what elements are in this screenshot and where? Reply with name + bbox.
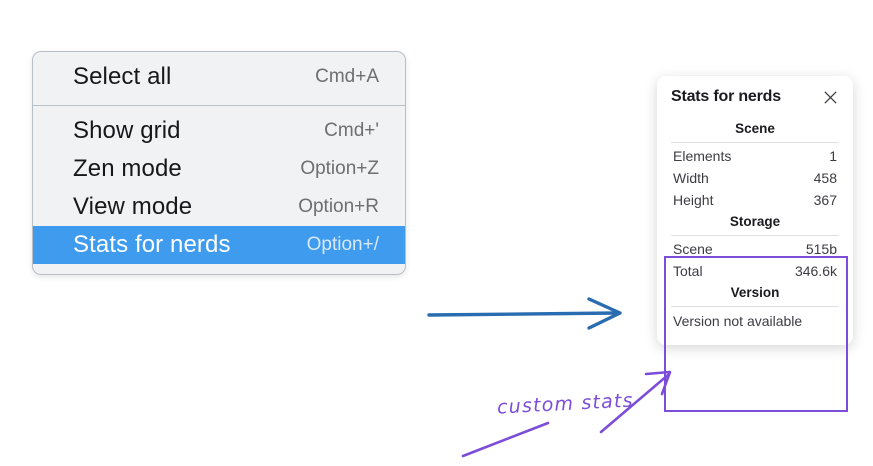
menu-item-shortcut: Option+R <box>298 196 379 217</box>
menu-item-view-mode[interactable]: View mode Option+R <box>33 188 405 226</box>
callout-arrow-icon <box>599 370 672 434</box>
menu-item-label: Show grid <box>73 117 181 144</box>
stat-key: Total <box>673 263 703 279</box>
stat-row-elements: Elements 1 <box>671 145 839 167</box>
stat-row-storage-total: Total 346.6k <box>671 260 839 282</box>
section-divider <box>671 235 839 236</box>
menu-item-label: Zen mode <box>73 155 182 182</box>
stat-value: 346.6k <box>794 263 837 279</box>
stat-key: Elements <box>673 148 732 164</box>
stat-value: 367 <box>813 192 837 208</box>
stat-key: Height <box>673 192 714 208</box>
menu-item-select-all[interactable]: Select all Cmd+A <box>33 58 405 96</box>
stat-key: Scene <box>673 241 713 257</box>
stat-row-storage-scene: Scene 515b <box>671 238 839 260</box>
menu-item-shortcut: Option+/ <box>306 234 379 255</box>
menu-item-stats-for-nerds[interactable]: Stats for nerds Option+/ <box>33 226 405 264</box>
menu-item-label: Stats for nerds <box>73 231 231 258</box>
stats-section-version: Version Version not available <box>671 282 839 331</box>
menu-item-shortcut: Option+Z <box>300 158 379 179</box>
flow-arrow-icon <box>427 297 622 330</box>
stat-value: 1 <box>829 148 837 164</box>
stats-panel-header: Stats for nerds <box>671 88 839 106</box>
section-title: Version <box>730 285 780 300</box>
version-status-text: Version not available <box>673 313 803 329</box>
menu-group-selection: Select all Cmd+A <box>33 58 405 96</box>
menu-item-shortcut: Cmd+A <box>315 66 379 87</box>
stat-row-width: Width 458 <box>671 167 839 189</box>
stats-panel-title: Stats for nerds <box>671 88 781 105</box>
section-title: Scene <box>735 121 775 136</box>
stats-section-storage: Storage Scene 515b Total 346.6k <box>671 211 839 282</box>
menu-item-label: View mode <box>73 193 193 220</box>
context-menu[interactable]: Select all Cmd+A Show grid Cmd+' Zen mod… <box>32 51 406 275</box>
menu-item-show-grid[interactable]: Show grid Cmd+' <box>33 112 405 150</box>
label-underline-stroke <box>461 421 550 458</box>
menu-group-view: Show grid Cmd+' Zen mode Option+Z View m… <box>33 112 405 264</box>
stat-key: Width <box>673 170 709 186</box>
custom-stats-annotation-label: custom stats <box>496 389 635 419</box>
menu-item-shortcut: Cmd+' <box>324 120 379 141</box>
section-divider <box>671 142 839 143</box>
menu-item-zen-mode[interactable]: Zen mode Option+Z <box>33 150 405 188</box>
menu-item-label: Select all <box>73 63 172 90</box>
stat-value: 458 <box>813 170 837 186</box>
menu-separator <box>33 105 405 106</box>
section-title: Storage <box>729 214 781 229</box>
stats-section-scene: Scene Elements 1 Width 458 Height 367 <box>671 118 839 211</box>
stat-value: 515b <box>805 241 837 257</box>
section-divider <box>671 306 839 307</box>
close-icon[interactable] <box>822 89 839 106</box>
stats-for-nerds-panel: Stats for nerds Scene Elements 1 Width 4… <box>657 76 853 345</box>
stat-row-height: Height 367 <box>671 189 839 211</box>
